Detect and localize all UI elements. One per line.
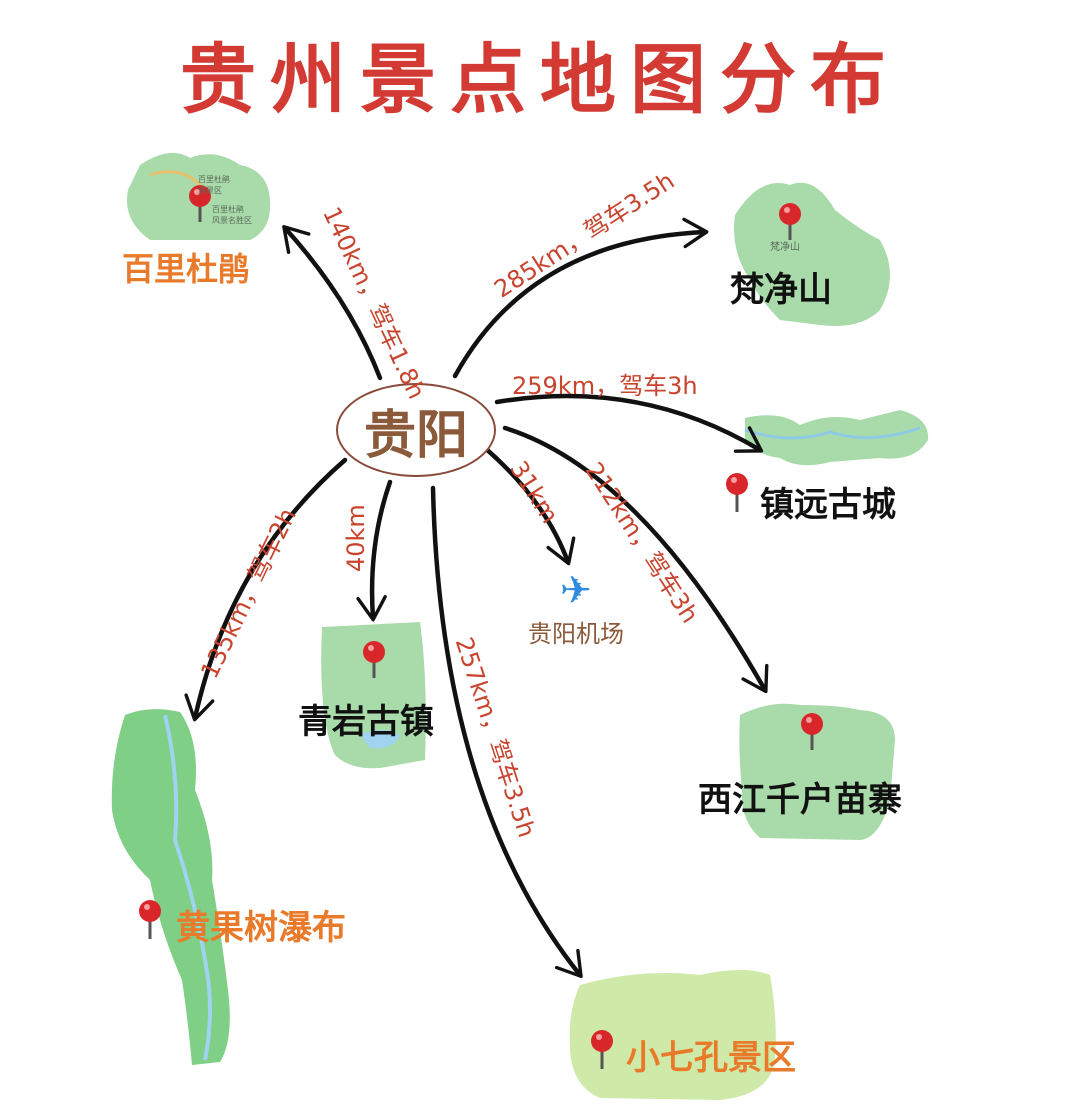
destination-xiaoqikong: 小七孔景区 — [626, 1038, 796, 1078]
map-pin-icon — [726, 473, 748, 512]
thumbnail-label: 百里杜鹃 — [198, 174, 230, 184]
arrow-to-airport — [482, 445, 576, 566]
map-pin-icon — [779, 203, 801, 240]
arrow-to-fanjingshan — [452, 217, 709, 379]
arrow-to-xiaoqikong — [430, 485, 583, 979]
distance-qingyan: 40km — [342, 504, 370, 572]
destination-airport: 贵阳机场 — [528, 620, 624, 648]
arrow-to-bailidujuan — [282, 225, 383, 381]
qingyan-lake — [360, 730, 400, 749]
xiaoqikong-map-region — [569, 970, 776, 1100]
map-pin-icon — [801, 713, 823, 750]
airplane-icon: ✈ — [560, 568, 592, 612]
fanjingshan-map-region — [734, 182, 890, 326]
thumbnail-label: 游景区 — [198, 185, 222, 195]
zhenyuan-map-region — [745, 410, 929, 466]
qingyan-map-region — [321, 622, 426, 769]
huangguoshu-river — [163, 714, 212, 1061]
thumbnail-label: 梵净山 — [770, 240, 800, 253]
arrow-to-xijiang — [502, 425, 769, 694]
thumbnail-label: 风景名胜区 — [212, 215, 252, 225]
bailidujuan-road — [149, 170, 202, 187]
arrow-to-zhenyuan — [494, 393, 764, 453]
huangguoshu-map-region — [111, 709, 230, 1065]
distance-zhenyuan: 259km，驾车3h — [512, 372, 698, 400]
map-pin-icon — [189, 185, 211, 222]
destination-bailidujuan: 百里杜鹃 — [122, 250, 251, 288]
thumbnail-label: 百里杜鹃 — [212, 204, 244, 214]
map-pin-icon — [363, 641, 385, 678]
arrow-to-qingyan — [356, 479, 393, 622]
destination-zhenyuan: 镇远古城 — [760, 485, 896, 525]
destination-fanjingshan: 梵净山 — [730, 270, 832, 310]
destination-qingyan: 青岩古镇 — [298, 702, 434, 742]
zhenyuan-river — [744, 426, 921, 440]
arrow-to-huangguoshu — [184, 457, 348, 722]
map-pin-icon — [139, 900, 161, 939]
map-pin-icon — [591, 1030, 613, 1069]
destination-xijiang: 西江千户苗寨 — [698, 780, 902, 820]
destination-huangguoshu: 黄果树瀑布 — [176, 908, 346, 948]
page-title: 贵州景点地图分布 — [180, 35, 900, 124]
hub-guiyang: 贵阳 — [336, 383, 496, 477]
xijiang-map-region — [739, 703, 895, 840]
